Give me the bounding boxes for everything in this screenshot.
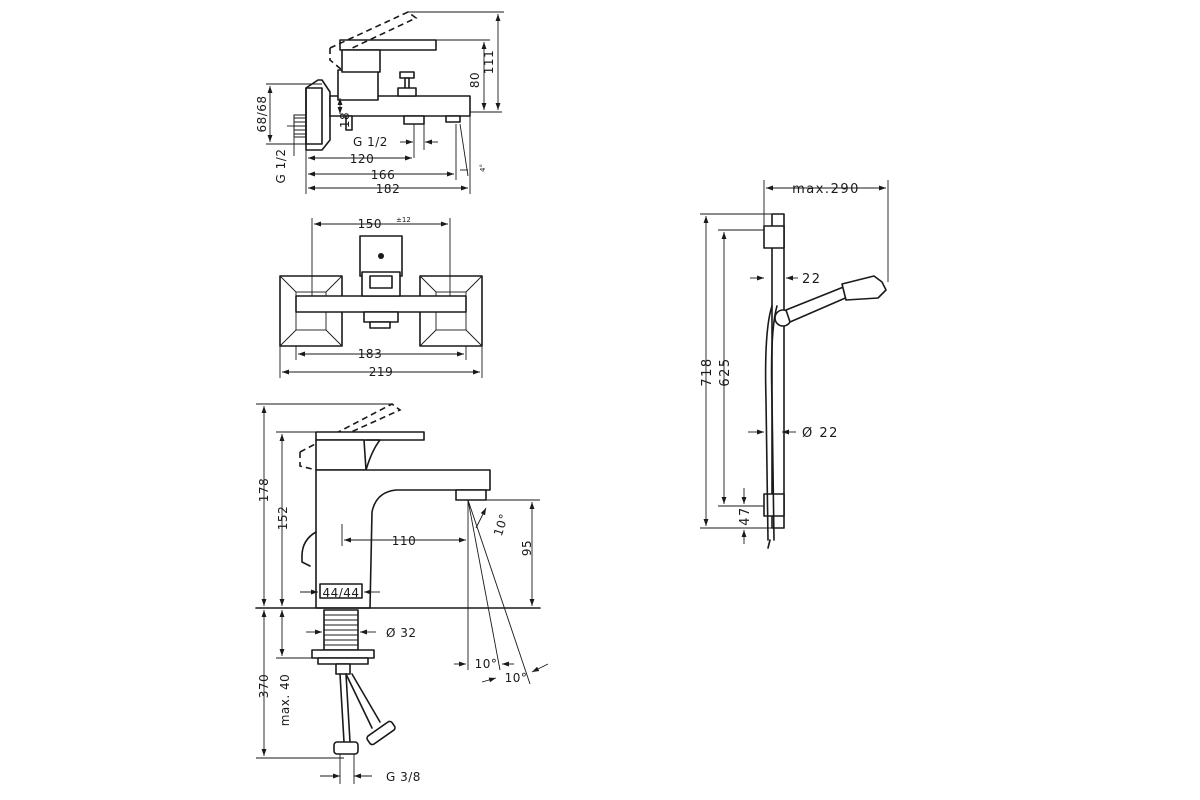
dim-68-68: 68/68 xyxy=(255,95,269,132)
dim-10-top: 10° xyxy=(491,512,511,538)
dim-angle-4: 4° xyxy=(479,164,487,172)
wall-connector xyxy=(293,79,331,151)
dim-178: 178 xyxy=(257,478,271,502)
bath-mixer-side-view: 80 111 68/68 18 G 1/2 G 1/2 120 166 182 … xyxy=(255,11,504,196)
shower-dimensions xyxy=(700,180,889,544)
dim-166: 166 xyxy=(371,168,395,182)
shower-rail-set: max.290 22 718 625 Ø 22 47 xyxy=(700,180,889,549)
dim-120: 120 xyxy=(350,152,374,166)
dim-718: 718 xyxy=(700,357,715,386)
hand-shower xyxy=(785,275,887,323)
dim-111: 111 xyxy=(482,50,496,74)
fixing-set xyxy=(311,609,396,755)
dim-44-44: 44/44 xyxy=(322,586,359,600)
dim-370: 370 xyxy=(257,674,271,698)
dim-219: 219 xyxy=(369,365,393,379)
dim-32: Ø 32 xyxy=(386,626,417,640)
spray-angle-lines xyxy=(454,499,549,685)
basin-mixer: 178 152 110 10° 95 44/44 Ø 32 370 max. 4… xyxy=(255,403,549,784)
dim-80: 80 xyxy=(468,72,482,88)
dim-g12-left: G 1/2 xyxy=(274,149,288,184)
basin-dimensions xyxy=(256,403,540,784)
dim-max-290: max.290 xyxy=(792,182,860,197)
dim-152: 152 xyxy=(276,506,290,530)
dim-10-right: 10° xyxy=(505,671,528,685)
bath-mixer-front-view: 150 ±12 183 219 xyxy=(279,216,483,379)
shower-rail xyxy=(763,213,792,549)
side-dimensions xyxy=(266,11,504,194)
dim-110: 110 xyxy=(392,534,416,548)
front-lever-dot xyxy=(378,253,384,259)
dim-diameter-22: Ø 22 xyxy=(802,426,839,441)
dim-182: 182 xyxy=(376,182,400,196)
dim-g38: G 3/8 xyxy=(386,770,421,784)
dim-22: 22 xyxy=(802,272,822,287)
dim-18: 18 xyxy=(338,112,352,128)
front-dimensions xyxy=(279,218,483,378)
mixer-body xyxy=(329,11,471,131)
dim-183: 183 xyxy=(358,347,382,361)
dim-10-left: 10° xyxy=(475,657,498,671)
dim-max-40: max. 40 xyxy=(278,674,292,727)
front-spout xyxy=(363,311,399,323)
dim-150-tolerance: ±12 xyxy=(396,216,411,224)
front-lever xyxy=(359,235,403,277)
dim-625: 625 xyxy=(718,357,733,386)
dim-150: 150 xyxy=(358,217,382,231)
dim-g12-mid: G 1/2 xyxy=(353,135,388,149)
dim-47: 47 xyxy=(738,506,753,526)
front-body xyxy=(295,295,467,313)
basin-mixer-body xyxy=(299,403,491,609)
dim-95: 95 xyxy=(520,540,534,556)
